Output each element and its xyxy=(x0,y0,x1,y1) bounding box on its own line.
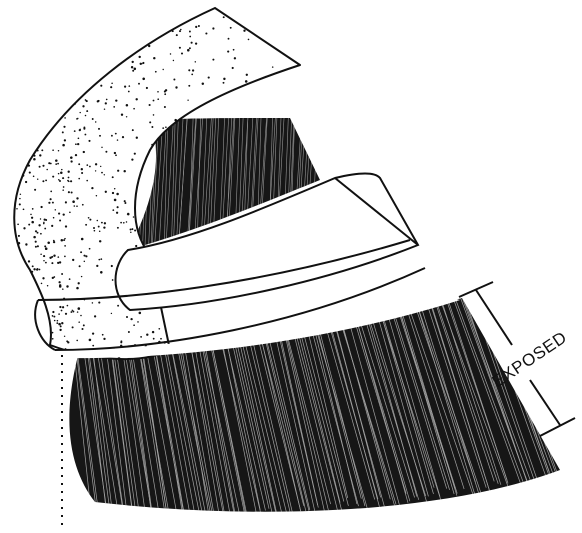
exposed-label: EXPOSED xyxy=(489,328,571,392)
